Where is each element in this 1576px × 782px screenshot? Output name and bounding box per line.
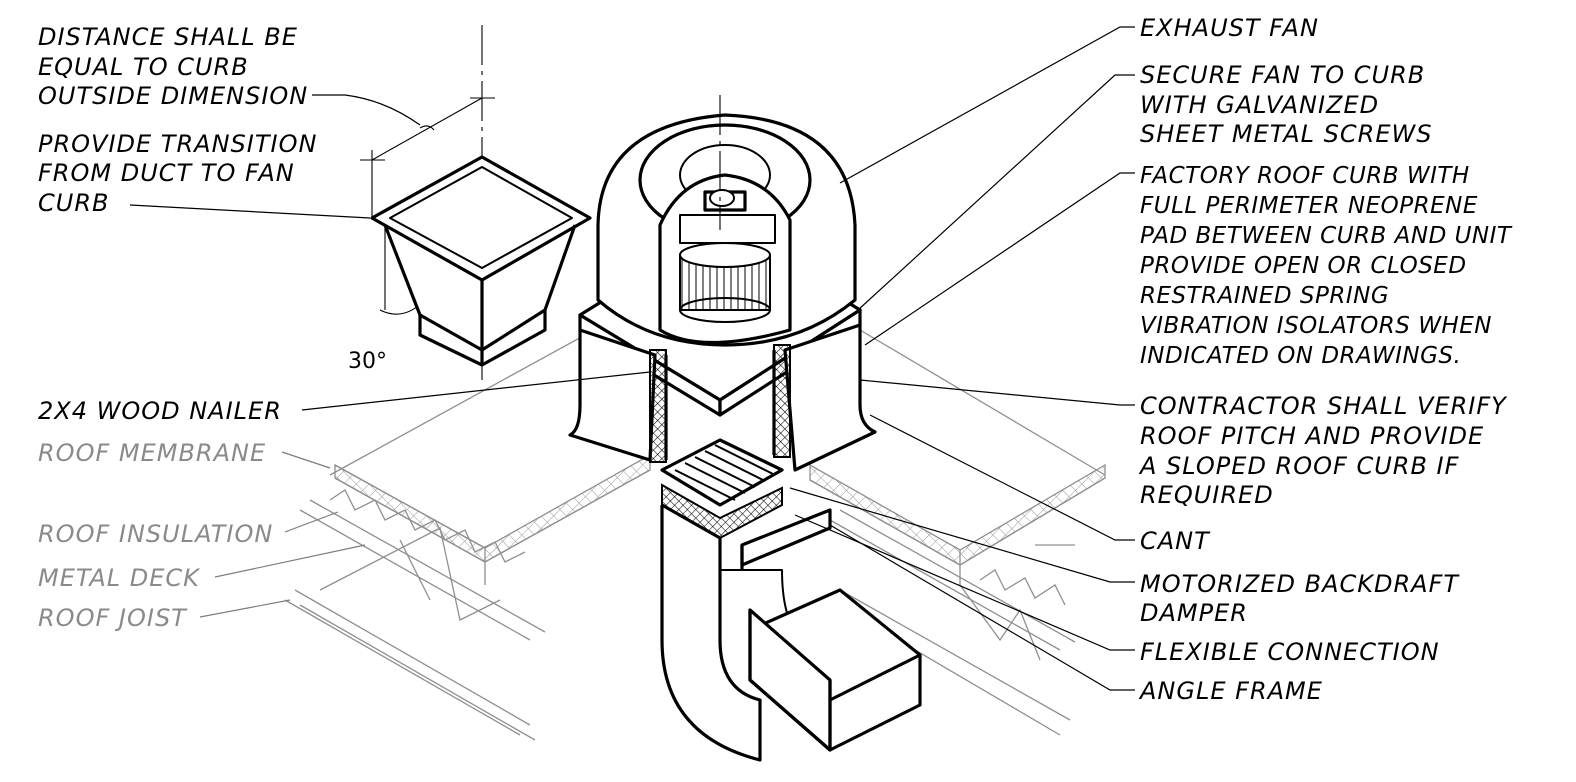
angle-dimension-label: 30° bbox=[348, 349, 387, 374]
right-callouts: EXHAUST FAN SECURE FAN TO CURB WITH GALV… bbox=[1138, 14, 1519, 705]
leader-lines bbox=[129, 26, 1135, 691]
label-exhaust-fan: EXHAUST FAN bbox=[1140, 14, 1319, 42]
label-contractor: CONTRACTOR SHALL VERIFY ROOF PITCH AND P… bbox=[1138, 392, 1515, 509]
transition-detail bbox=[360, 25, 721, 380]
label-factory-curb: FACTORY ROOF CURB WITH FULL PERIMETER NE… bbox=[1140, 163, 1519, 369]
label-secure-fan: SECURE FAN TO CURB WITH GALVANIZED SHEET… bbox=[1140, 61, 1434, 148]
label-joist: ROOF JOIST bbox=[38, 604, 188, 632]
exhaust-fan-housing bbox=[596, 113, 857, 347]
label-distance: DISTANCE SHALL BE EQUAL TO CURB OUTSIDE … bbox=[38, 23, 308, 110]
label-transition: PROVIDE TRANSITION FROM DUCT TO FAN CURB bbox=[38, 130, 326, 217]
label-deck: METAL DECK bbox=[38, 564, 201, 592]
label-cant: CANT bbox=[1140, 527, 1211, 555]
left-callouts: DISTANCE SHALL BE EQUAL TO CURB OUTSIDE … bbox=[38, 23, 387, 632]
label-insulation: ROOF INSULATION bbox=[38, 520, 273, 548]
backdraft-damper bbox=[660, 438, 832, 570]
label-membrane: ROOF MEMBRANE bbox=[38, 439, 266, 467]
label-flex: FLEXIBLE CONNECTION bbox=[1140, 638, 1440, 666]
label-nailer: 2X4 WOOD NAILER bbox=[38, 397, 282, 425]
label-angle: ANGLE FRAME bbox=[1138, 677, 1323, 705]
roof-construction bbox=[284, 329, 1106, 741]
duct-elbow bbox=[660, 503, 922, 762]
label-damper: MOTORIZED BACKDRAFT DAMPER bbox=[1140, 570, 1468, 627]
